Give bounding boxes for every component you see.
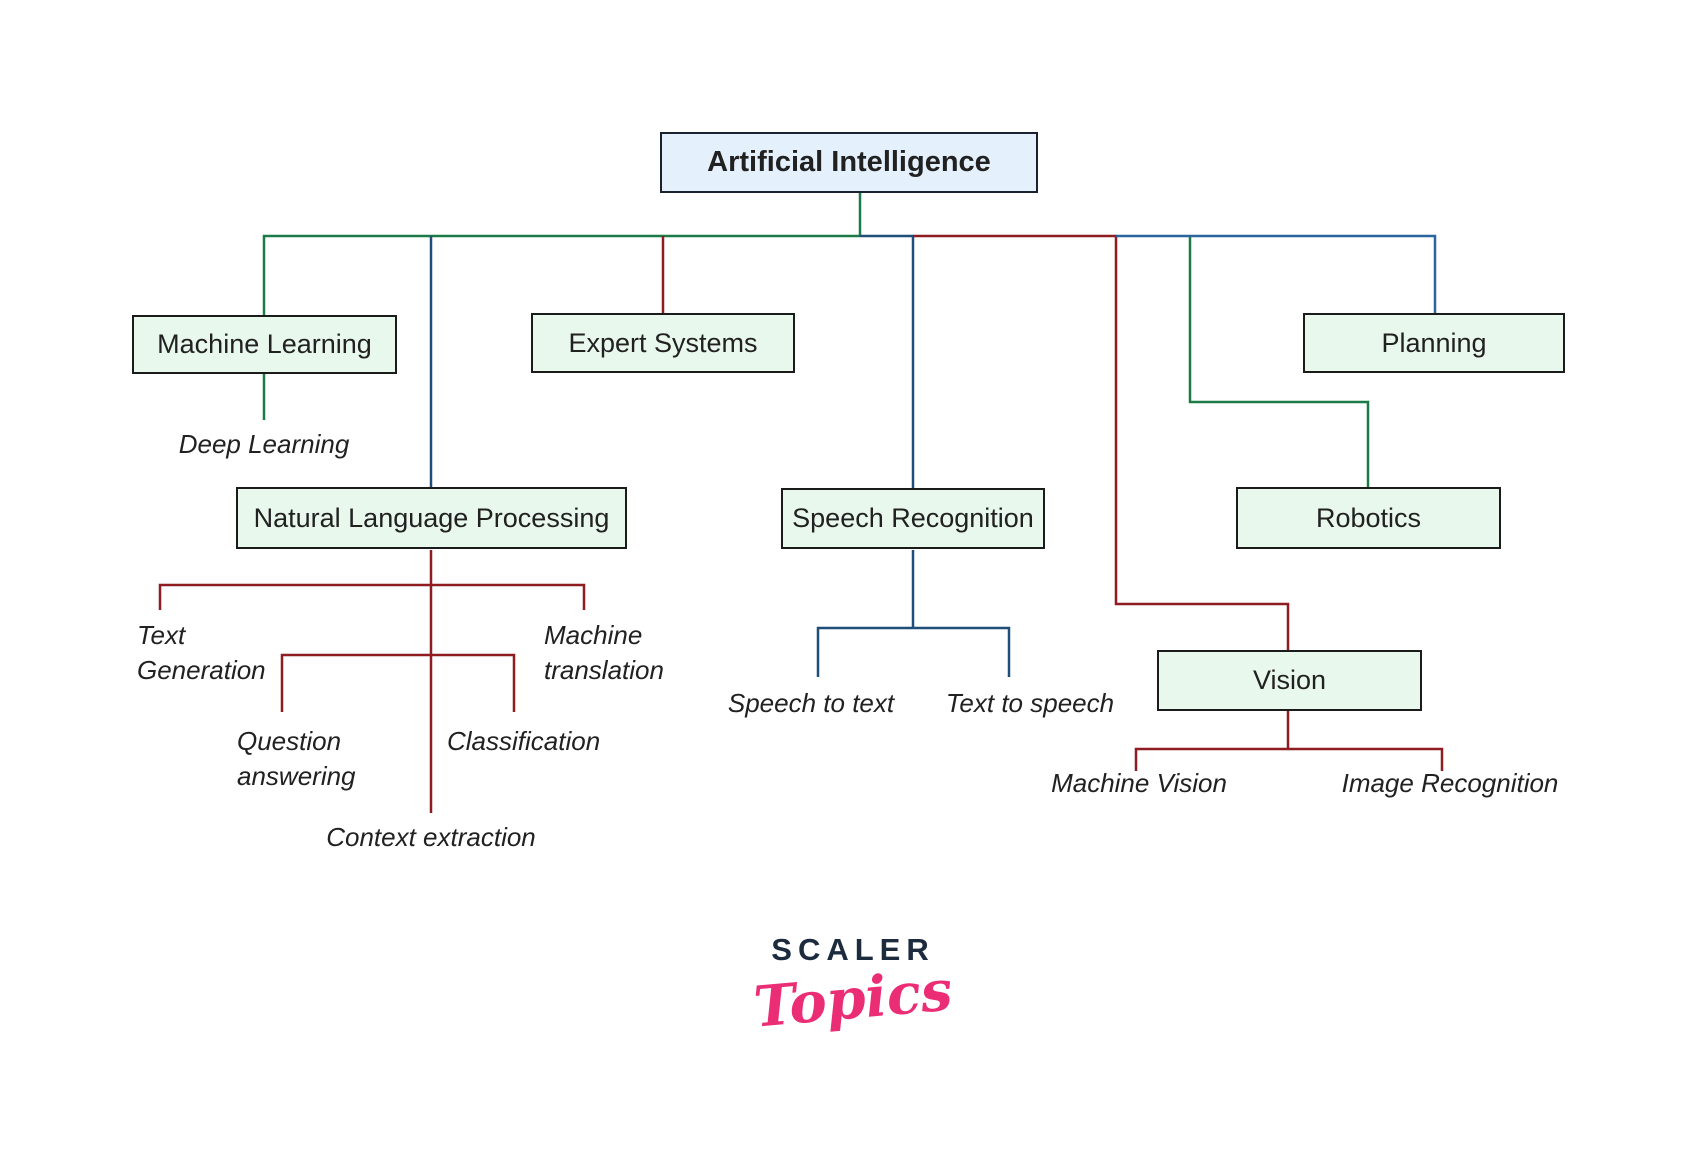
- node-expert-systems: Expert Systems: [531, 313, 795, 373]
- leaf-text-to-speech: Text to speech: [930, 686, 1130, 721]
- leaf-text-to-speech-label: Text to speech: [945, 688, 1115, 718]
- node-nlp-label: Natural Language Processing: [253, 502, 610, 533]
- node-vision-label: Vision: [1252, 665, 1327, 695]
- edge-speech-children: [816, 626, 1011, 677]
- edge-ai-robotics: [1188, 236, 1370, 487]
- scaler-topics-logo: SCALER Topics: [733, 932, 973, 1041]
- edge-ai-planning: [1116, 234, 1437, 313]
- leaf-question-answering: Question answering: [237, 724, 356, 794]
- edge-ai-machine-learning: [262, 234, 860, 315]
- node-vision: Vision: [1157, 650, 1422, 711]
- leaf-text-generation: Text Generation: [137, 618, 266, 688]
- leaf-question-answering-line2: answering: [237, 761, 356, 791]
- node-planning: Planning: [1303, 313, 1565, 373]
- edge-ai-speech: [860, 234, 915, 488]
- node-expert-systems-label: Expert Systems: [568, 327, 758, 358]
- edge-vision-children: [1134, 747, 1444, 771]
- node-natural-language-processing: Natural Language Processing: [236, 487, 627, 549]
- edge-ai-vision: [913, 234, 1290, 650]
- leaf-classification-label: Classification: [447, 726, 601, 756]
- leaf-speech-to-text-label: Speech to text: [727, 688, 895, 718]
- node-artificial-intelligence: Artificial Intelligence: [660, 132, 1038, 193]
- leaf-machine-translation-line1: Machine: [544, 620, 643, 650]
- logo-sub-text: Topics: [751, 957, 955, 1041]
- logo-brand-text: SCALER: [771, 932, 935, 967]
- edge-nlp-row1: [158, 583, 586, 610]
- node-speech-recognition: Speech Recognition: [781, 488, 1045, 549]
- node-robotics: Robotics: [1236, 487, 1501, 549]
- edge-nlp-row2: [280, 653, 516, 712]
- leaf-classification: Classification: [447, 724, 600, 759]
- leaf-machine-vision: Machine Vision: [1039, 766, 1239, 801]
- node-speech-recognition-label: Speech Recognition: [792, 503, 1034, 533]
- leaf-deep-learning: Deep Learning: [164, 427, 364, 462]
- node-robotics-label: Robotics: [1315, 502, 1422, 533]
- leaf-machine-translation-line2: translation: [544, 655, 664, 685]
- node-planning-label: Planning: [1381, 327, 1487, 358]
- leaf-image-recognition: Image Recognition: [1330, 766, 1570, 801]
- leaf-speech-to-text: Speech to text: [711, 686, 911, 721]
- leaf-machine-vision-label: Machine Vision: [1051, 768, 1227, 798]
- leaf-context-extraction: Context extraction: [321, 820, 541, 855]
- leaf-question-answering-line1: Question: [237, 726, 342, 756]
- leaf-text-generation-line1: Text: [137, 620, 186, 650]
- leaf-deep-learning-label: Deep Learning: [178, 429, 350, 459]
- leaf-machine-translation: Machine translation: [544, 618, 664, 688]
- node-machine-learning: Machine Learning: [132, 315, 397, 374]
- leaf-context-extraction-label: Context extraction: [326, 822, 536, 852]
- leaf-image-recognition-label: Image Recognition: [1341, 768, 1559, 798]
- node-artificial-intelligence-label: Artificial Intelligence: [707, 146, 991, 178]
- leaf-text-generation-line2: Generation: [137, 655, 266, 685]
- node-machine-learning-label: Machine Learning: [157, 329, 372, 359]
